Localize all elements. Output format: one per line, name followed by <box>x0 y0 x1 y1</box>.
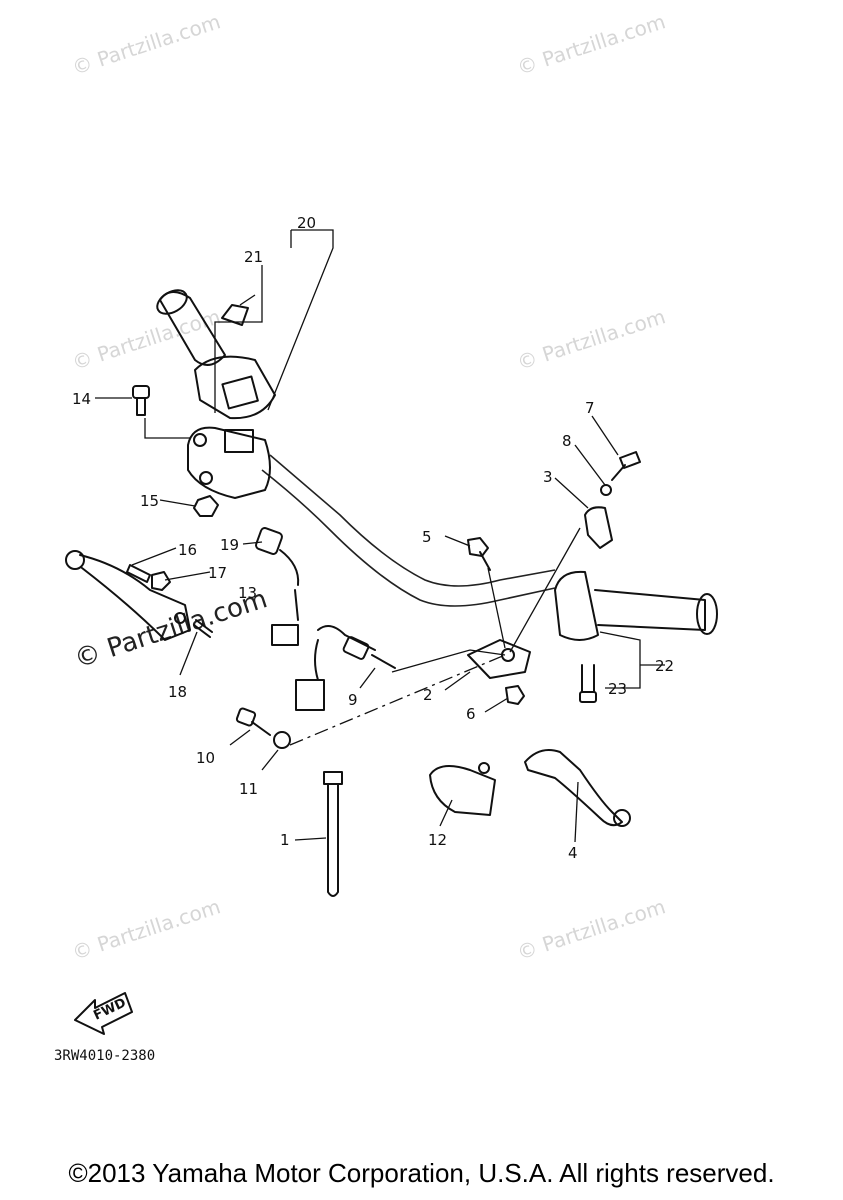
watermark-group: © Partzilla.com © Partzilla.com © Partzi… <box>69 9 668 965</box>
callout-label: 7 <box>585 399 595 417</box>
bolt-5 <box>467 537 491 571</box>
nut-11 <box>273 731 291 749</box>
callout-label: 13 <box>238 584 257 602</box>
neutral-switch-wire <box>295 625 396 711</box>
screw-23 <box>579 664 597 703</box>
starter-lever-holder <box>429 762 496 816</box>
nut-15 <box>193 495 219 517</box>
callout-label: 12 <box>428 831 447 849</box>
leader-lines <box>95 229 665 843</box>
right-switch-grip <box>554 570 718 641</box>
bolt-10 <box>235 707 271 736</box>
watermark: © Partzilla.com <box>514 894 668 965</box>
fwd-arrow: FWD <box>74 992 133 1035</box>
callout-label: 3 <box>543 468 553 486</box>
callout-label: 22 <box>655 657 674 675</box>
bolt-16 <box>126 564 151 583</box>
watermark: © Partzilla.com <box>514 9 668 80</box>
callout-label: 17 <box>208 564 227 582</box>
callout-label: 9 <box>348 691 358 709</box>
callout-label: 20 <box>297 214 316 232</box>
callout-label: 14 <box>72 390 91 408</box>
callout-label: 16 <box>178 541 197 559</box>
nut-6 <box>505 685 525 705</box>
callout-label: 5 <box>422 528 432 546</box>
callout-label: 11 <box>239 780 258 798</box>
watermark: © Partzilla.com <box>514 304 668 375</box>
callout-label: 8 <box>562 432 572 450</box>
washer-8 <box>600 484 612 496</box>
spring-18 <box>193 619 213 638</box>
screw-7 <box>611 451 641 481</box>
handlebar <box>261 454 556 607</box>
callout-label: 10 <box>196 749 215 767</box>
callout-label: 15 <box>140 492 159 510</box>
callout-label: 6 <box>466 705 476 723</box>
callout-label: 19 <box>220 536 239 554</box>
clutch-switch <box>255 527 300 646</box>
front-brake-switch-bracket <box>467 639 531 679</box>
clutch-lever <box>65 550 191 641</box>
watermark: © Partzilla.com <box>69 894 223 965</box>
left-switch-housing <box>187 426 271 499</box>
callout-label: 2 <box>423 686 433 704</box>
callout-label: 1 <box>280 831 290 849</box>
clamp-bracket <box>584 506 613 549</box>
nut-17 <box>151 571 171 591</box>
watermark: © Partzilla.com <box>69 9 223 80</box>
diagram-code: 3RW4010-2380 <box>54 1048 155 1064</box>
callout-label: 4 <box>568 844 578 862</box>
callout-label: 23 <box>608 680 627 698</box>
cable-tie <box>323 771 343 897</box>
callout-label: 21 <box>244 248 263 266</box>
brake-lever <box>524 749 631 827</box>
callout-numbers: 20 21 14 15 19 16 17 13 18 7 8 3 5 22 23… <box>72 214 674 862</box>
copyright-notice: ©2013 Yamaha Motor Corporation, U.S.A. A… <box>68 1158 775 1188</box>
bolt-14 <box>132 385 150 416</box>
callout-label: 18 <box>168 683 187 701</box>
throttle-assembly <box>156 289 276 420</box>
